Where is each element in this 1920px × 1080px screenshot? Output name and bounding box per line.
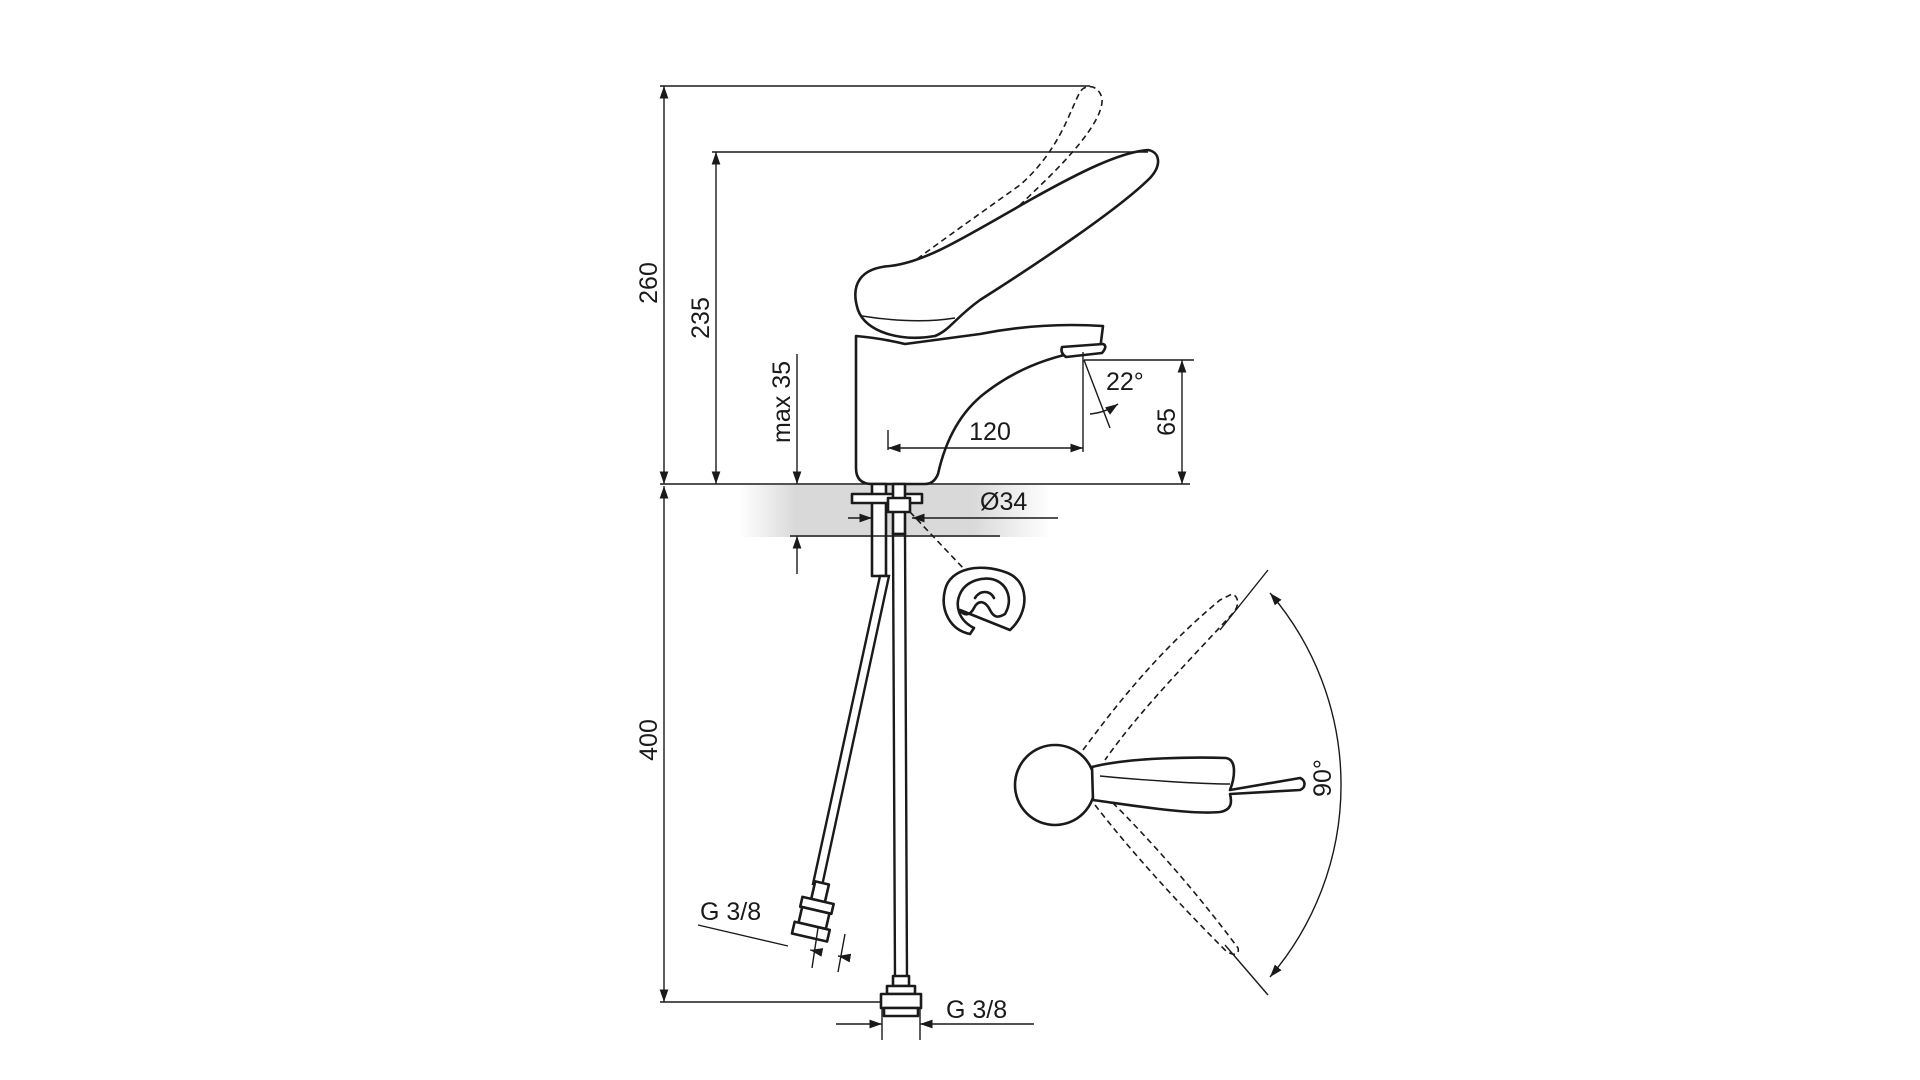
dim-65: 65	[1153, 408, 1181, 436]
dim-g-3-8-left: G 3/8	[700, 898, 761, 926]
lever	[854, 148, 1160, 340]
dim-diameter-34: Ø34	[980, 488, 1027, 516]
lever-top	[1090, 756, 1306, 814]
dim-g-3-8-right: G 3/8	[946, 996, 1007, 1024]
lever-rotated-up-dashed	[1082, 593, 1239, 761]
lever-raised-dashed	[869, 85, 1103, 301]
hose-left	[811, 574, 891, 888]
faucet-top-view	[1013, 569, 1342, 996]
aerator	[1060, 342, 1107, 359]
dim-max-35: max 35	[768, 361, 796, 443]
nut	[886, 496, 912, 514]
dim-120: 120	[969, 418, 1011, 446]
connector-left	[790, 880, 835, 943]
horseshoe-washer	[942, 566, 1026, 636]
dim-260: 260	[635, 262, 663, 304]
dimension-lines	[659, 85, 1194, 1040]
connector-right	[879, 974, 923, 1018]
dim-235: 235	[687, 297, 715, 339]
dim-90-degrees: 90°	[1309, 759, 1337, 797]
hose-right	[891, 532, 909, 982]
lever-rotated-down-dashed	[1094, 799, 1240, 956]
dim-400: 400	[635, 719, 663, 761]
faucet-body-top	[1013, 743, 1097, 827]
hoses	[790, 532, 923, 1018]
dim-22-degrees: 22°	[1106, 368, 1144, 396]
lever-cap-line	[861, 315, 956, 322]
angle-arc-90	[1269, 592, 1342, 978]
